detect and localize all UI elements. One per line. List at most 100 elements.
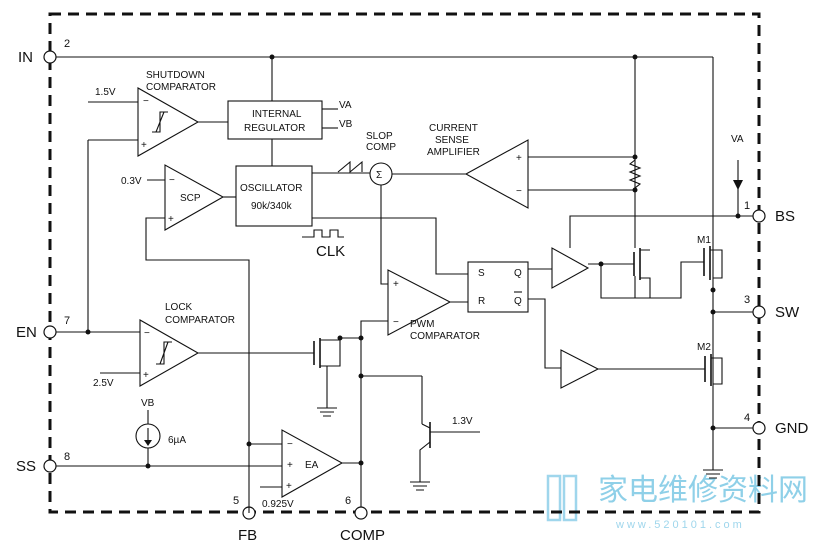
chip-boundary	[48, 12, 761, 514]
pwm-label-2: COMPARATOR	[410, 331, 480, 342]
latch-qbar: Q	[514, 296, 522, 307]
pin-bs-number: 1	[744, 200, 750, 212]
pin-gnd-label: GND	[775, 420, 809, 437]
lock-comparator: LOCK COMPARATOR − + 2.5V	[56, 140, 314, 389]
regulator-label-2: REGULATOR	[244, 123, 305, 134]
lock-label-1: LOCK	[165, 302, 193, 313]
output-connections: VA	[703, 134, 753, 479]
clamp-transistor: 1.3V	[361, 375, 480, 491]
pin-bs-label: BS	[775, 208, 795, 225]
lock-plus: +	[143, 370, 149, 381]
vb-ref: VB	[141, 398, 155, 409]
va-ref: VA	[731, 134, 744, 145]
ea-ref-0v925: 0.925V	[262, 499, 294, 510]
clamp-ref-1v3: 1.3V	[452, 416, 473, 427]
pin-in: IN 2	[18, 38, 70, 66]
current-source: VB 6µA	[135, 398, 186, 466]
scp-plus: +	[168, 214, 174, 225]
pin-fb-number: 5	[233, 495, 239, 507]
pwm-plus: +	[393, 279, 399, 290]
csa-minus: −	[516, 186, 522, 197]
low-side-driver	[560, 349, 705, 389]
shutdown-minus: −	[143, 96, 149, 107]
sense-resistor	[628, 159, 642, 189]
slop-label-1: SLOP	[366, 131, 393, 142]
pin-gnd-number: 4	[744, 412, 750, 424]
oscillator: OSCILLATOR 90k/340k CLK	[235, 139, 468, 275]
sr-latch: S R Q Q	[467, 261, 561, 369]
pin-sw-label: SW	[775, 304, 800, 321]
latch-q: Q	[514, 268, 522, 279]
pin-en-label: EN	[16, 324, 37, 341]
regulator-va: VA	[339, 100, 352, 111]
pin-gnd: GND 4	[744, 412, 809, 437]
pin-fb: FB 5	[233, 495, 257, 544]
lock-minus: −	[144, 328, 150, 339]
shutdown-label-2: COMPARATOR	[146, 82, 216, 93]
shutdown-plus: +	[141, 140, 147, 151]
scp-comparator: SCP − + 0.3V	[121, 164, 250, 513]
pwm-label-1: PWM	[410, 319, 434, 330]
shutdown-label-1: SHUTDOWN	[146, 70, 205, 81]
pin-en: EN 7	[16, 315, 70, 341]
shutdown-ref-1v5: 1.5V	[95, 87, 116, 98]
sigma-symbol: Σ	[376, 170, 382, 181]
mosfet-m2: M2	[697, 312, 723, 470]
latch-s: S	[478, 268, 485, 279]
pin-ss-number: 8	[64, 451, 70, 463]
sense-fet	[600, 232, 651, 299]
slope-comp-summer: Σ SLOP COMP	[366, 131, 466, 285]
high-side-driver	[551, 215, 753, 289]
pin-ss: SS 8	[16, 451, 70, 475]
pin-comp-number: 6	[345, 495, 351, 507]
pin-fb-label: FB	[238, 527, 257, 544]
scp-ref-0v3: 0.3V	[121, 176, 142, 187]
csa-label-3: AMPLIFIER	[427, 147, 480, 158]
ea-plus-2: +	[286, 481, 292, 492]
pin-in-label: IN	[18, 49, 33, 66]
regulator-label-1: INTERNAL	[252, 109, 302, 120]
clk-label: CLK	[316, 243, 345, 260]
current-sense-amplifier: CURRENT SENSE AMPLIFIER + −	[427, 123, 642, 209]
m2-label: M2	[697, 342, 711, 353]
watermark-url: www.520101.com	[615, 519, 745, 531]
pwm-minus: −	[393, 317, 399, 328]
pin-bs: BS 1	[744, 200, 795, 225]
pin-sw-number: 3	[744, 294, 750, 306]
error-amplifier: EA − + + 0.925V	[56, 429, 361, 510]
ea-plus: +	[287, 460, 293, 471]
pin-ss-label: SS	[16, 458, 36, 475]
in-rail	[56, 56, 714, 246]
oscillator-label: OSCILLATOR	[240, 183, 302, 194]
watermark-text: 家电维修资料网	[598, 474, 808, 507]
pwm-comparator: + − PWM COMPARATOR	[360, 269, 480, 507]
ea-minus: −	[287, 439, 293, 450]
latch-r: R	[478, 296, 485, 307]
ground-gnd	[703, 469, 723, 479]
shutdown-comparator: − + SHUTDOWN COMPARATOR 1.5V	[88, 70, 228, 157]
mosfet-m1: M1	[650, 235, 723, 312]
ea-label: EA	[305, 460, 319, 471]
pin-comp-label: COMP	[340, 527, 385, 544]
pin-sw: SW 3	[744, 294, 800, 321]
oscillator-freq: 90k/340k	[251, 201, 293, 212]
csa-label-2: SENSE	[435, 135, 469, 146]
scp-minus: −	[169, 175, 175, 186]
csa-label-1: CURRENT	[429, 123, 478, 134]
slop-label-2: COMP	[366, 142, 396, 153]
lock-ref-2v5: 2.5V	[93, 378, 114, 389]
pin-en-number: 7	[64, 315, 70, 327]
csa-plus: +	[516, 153, 522, 164]
lock-label-2: COMPARATOR	[165, 315, 235, 326]
lock-fet	[313, 337, 361, 417]
pin-in-number: 2	[64, 38, 70, 50]
current-6ua: 6µA	[168, 435, 186, 446]
m1-label: M1	[697, 235, 711, 246]
pin-comp: COMP 6	[340, 495, 385, 544]
watermark: 家电维修资料网 www.520101.com	[546, 474, 808, 531]
regulator-vb: VB	[339, 119, 353, 130]
junction-dots	[85, 54, 741, 469]
internal-regulator: INTERNAL REGULATOR VA VB	[227, 100, 353, 140]
scp-label: SCP	[180, 193, 201, 204]
